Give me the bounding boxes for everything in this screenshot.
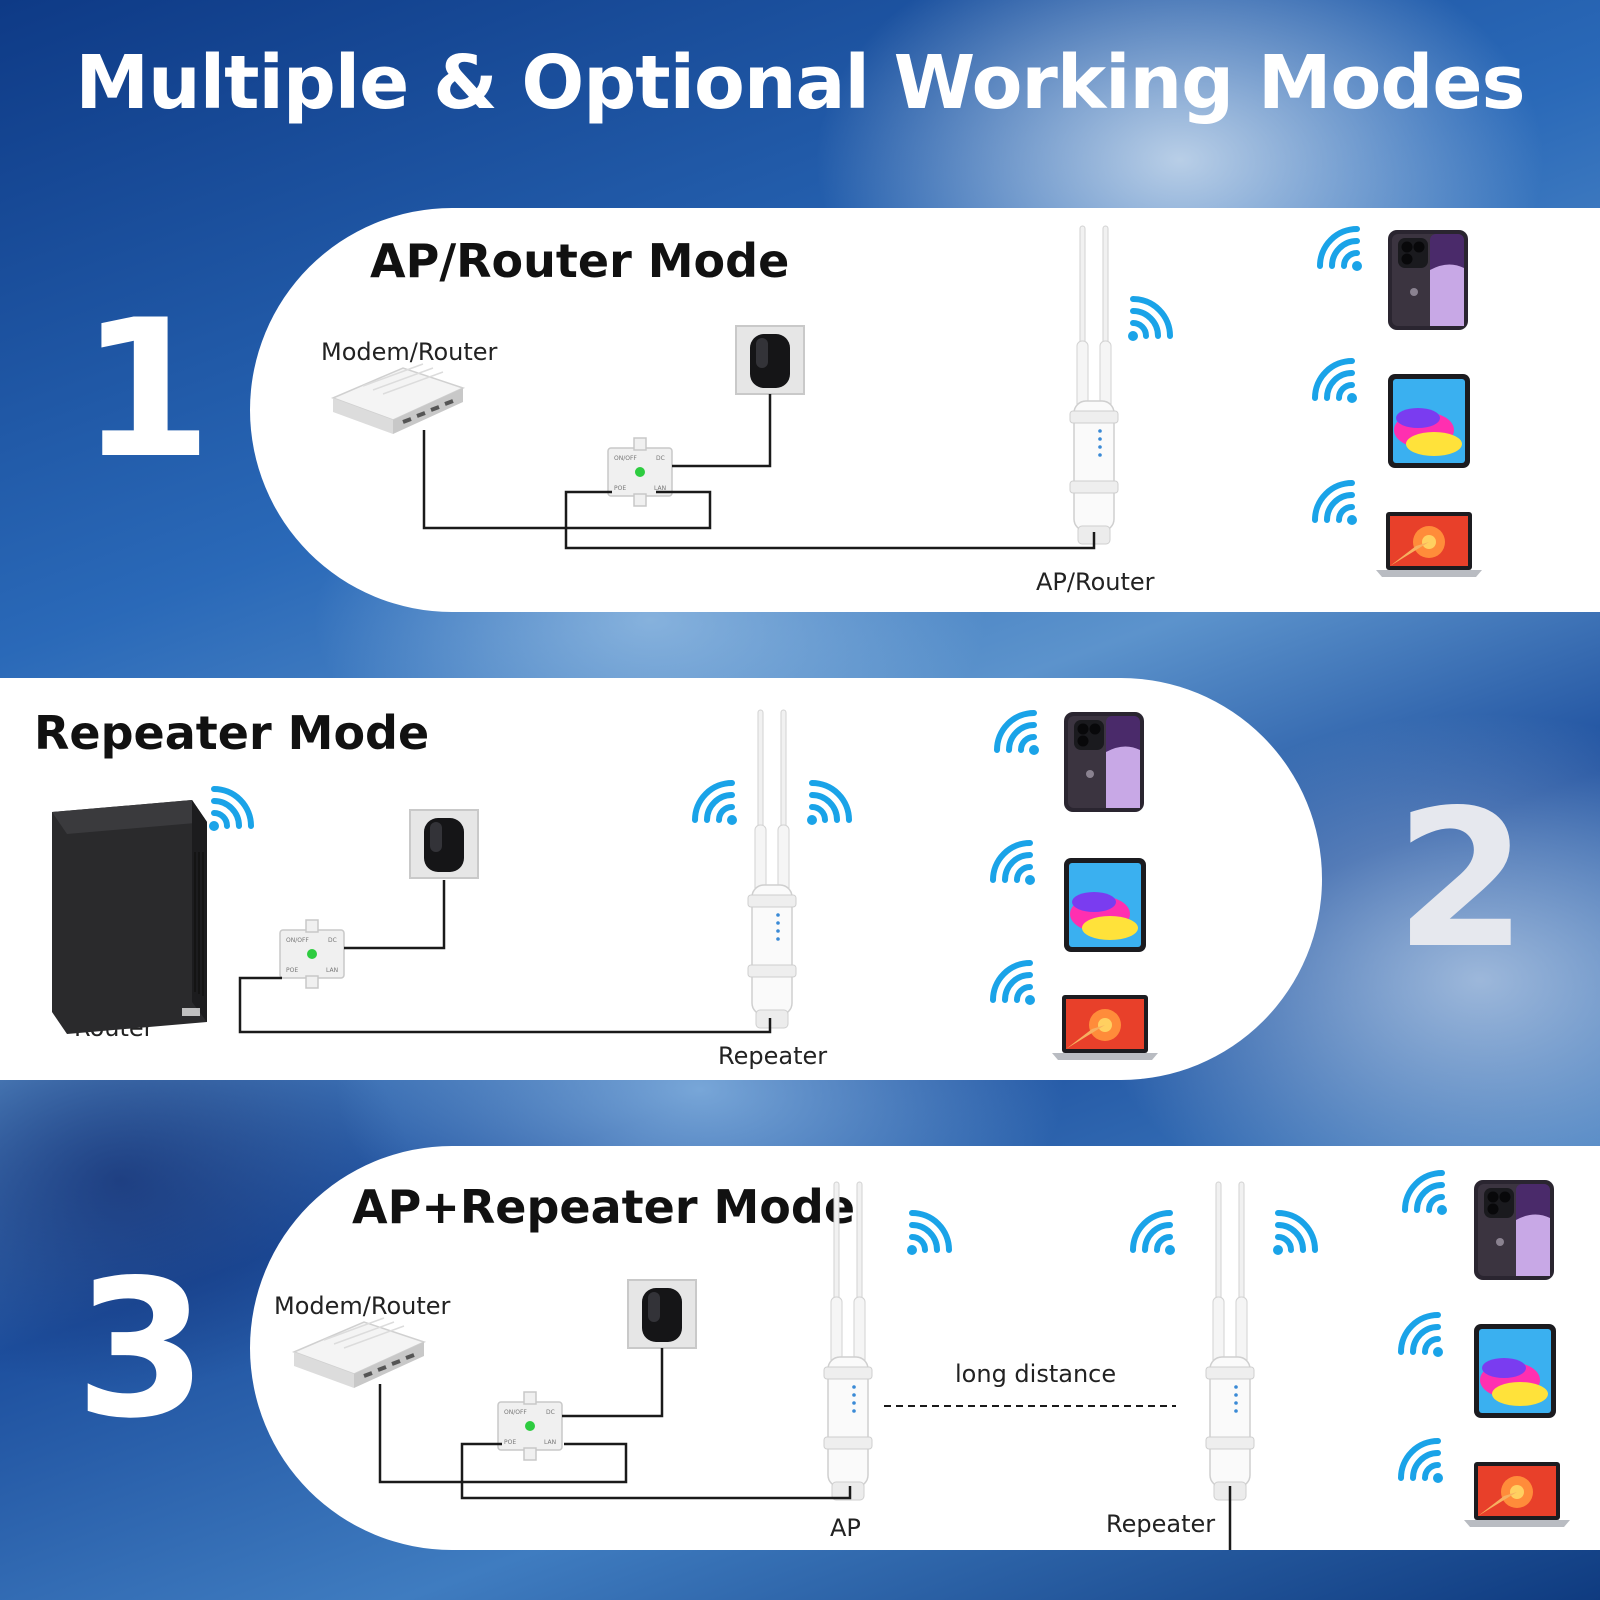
mode-3-repeater-label: Repeater [1106,1510,1216,1538]
wifi-signal-icon [807,783,849,825]
power-adapter-icon [735,325,805,395]
laptop-icon [1052,995,1158,1060]
modem-icon [292,1316,426,1390]
wifi-signal-icon [1405,1173,1447,1215]
access-point-icon [747,709,797,1029]
wifi-signal-icon [993,963,1035,1005]
mode-2-diagram [51,709,1158,1060]
wifi-signal-icon [1315,483,1357,525]
mode-1-ap-router-label: AP/Router [1036,568,1155,596]
wifi-signal-icon [1320,229,1362,271]
wifi-signal-icon [1273,1213,1315,1255]
mode-1-modem-label: Modem/Router [321,338,498,366]
wifi-signal-icon [993,843,1035,885]
smartphone-icon [1474,1180,1554,1280]
wifi-signal-icon [997,713,1039,755]
laptop-icon [1376,512,1482,577]
poe-injector-icon [497,1391,563,1461]
mode-1-panel [250,208,1600,612]
laptop-icon [1464,1462,1570,1527]
wifi-signal-icon [907,1213,949,1255]
mode-1-title: AP/Router Mode [370,234,790,288]
tablet-icon [1474,1324,1556,1418]
mode-2-number: 2 [1395,769,1528,990]
wifi-signal-icon [1401,1441,1443,1483]
mode-3-long-distance-label: long distance [955,1360,1117,1388]
poe-injector-icon [279,919,345,989]
wifi-signal-icon [1128,299,1170,341]
access-point-icon [1205,1181,1255,1501]
power-adapter-icon [627,1279,697,1349]
mode-3-title: AP+Repeater Mode [352,1180,856,1234]
mode-3-modem-label: Modem/Router [274,1292,451,1320]
wifi-signal-icon [209,789,251,831]
smartphone-icon [1388,230,1468,330]
router-icon [51,799,208,1035]
mode-3-ap-label: AP [830,1514,861,1542]
smartphone-icon [1064,712,1144,812]
wifi-signal-icon [695,783,737,825]
access-point-icon [823,1181,873,1501]
access-point-icon [1069,225,1119,545]
tablet-icon [1388,374,1470,468]
modem-icon [331,362,465,436]
tablet-icon [1064,858,1146,952]
wifi-signal-icon [1133,1213,1175,1255]
mode-2-title: Repeater Mode [34,706,430,760]
wifi-signal-icon [1401,1315,1443,1357]
poe-injector-icon [607,437,673,507]
mode-3-diagram [292,1173,1570,1550]
wifi-signal-icon [1315,361,1357,403]
mode-2-repeater-label: Repeater [718,1042,828,1070]
mode-1-number: 1 [80,279,213,500]
mode-3-number: 3 [75,1239,208,1460]
power-adapter-icon [409,809,479,879]
page-title: Multiple & Optional Working Modes [75,40,1525,126]
mode-1-diagram [331,225,1482,577]
